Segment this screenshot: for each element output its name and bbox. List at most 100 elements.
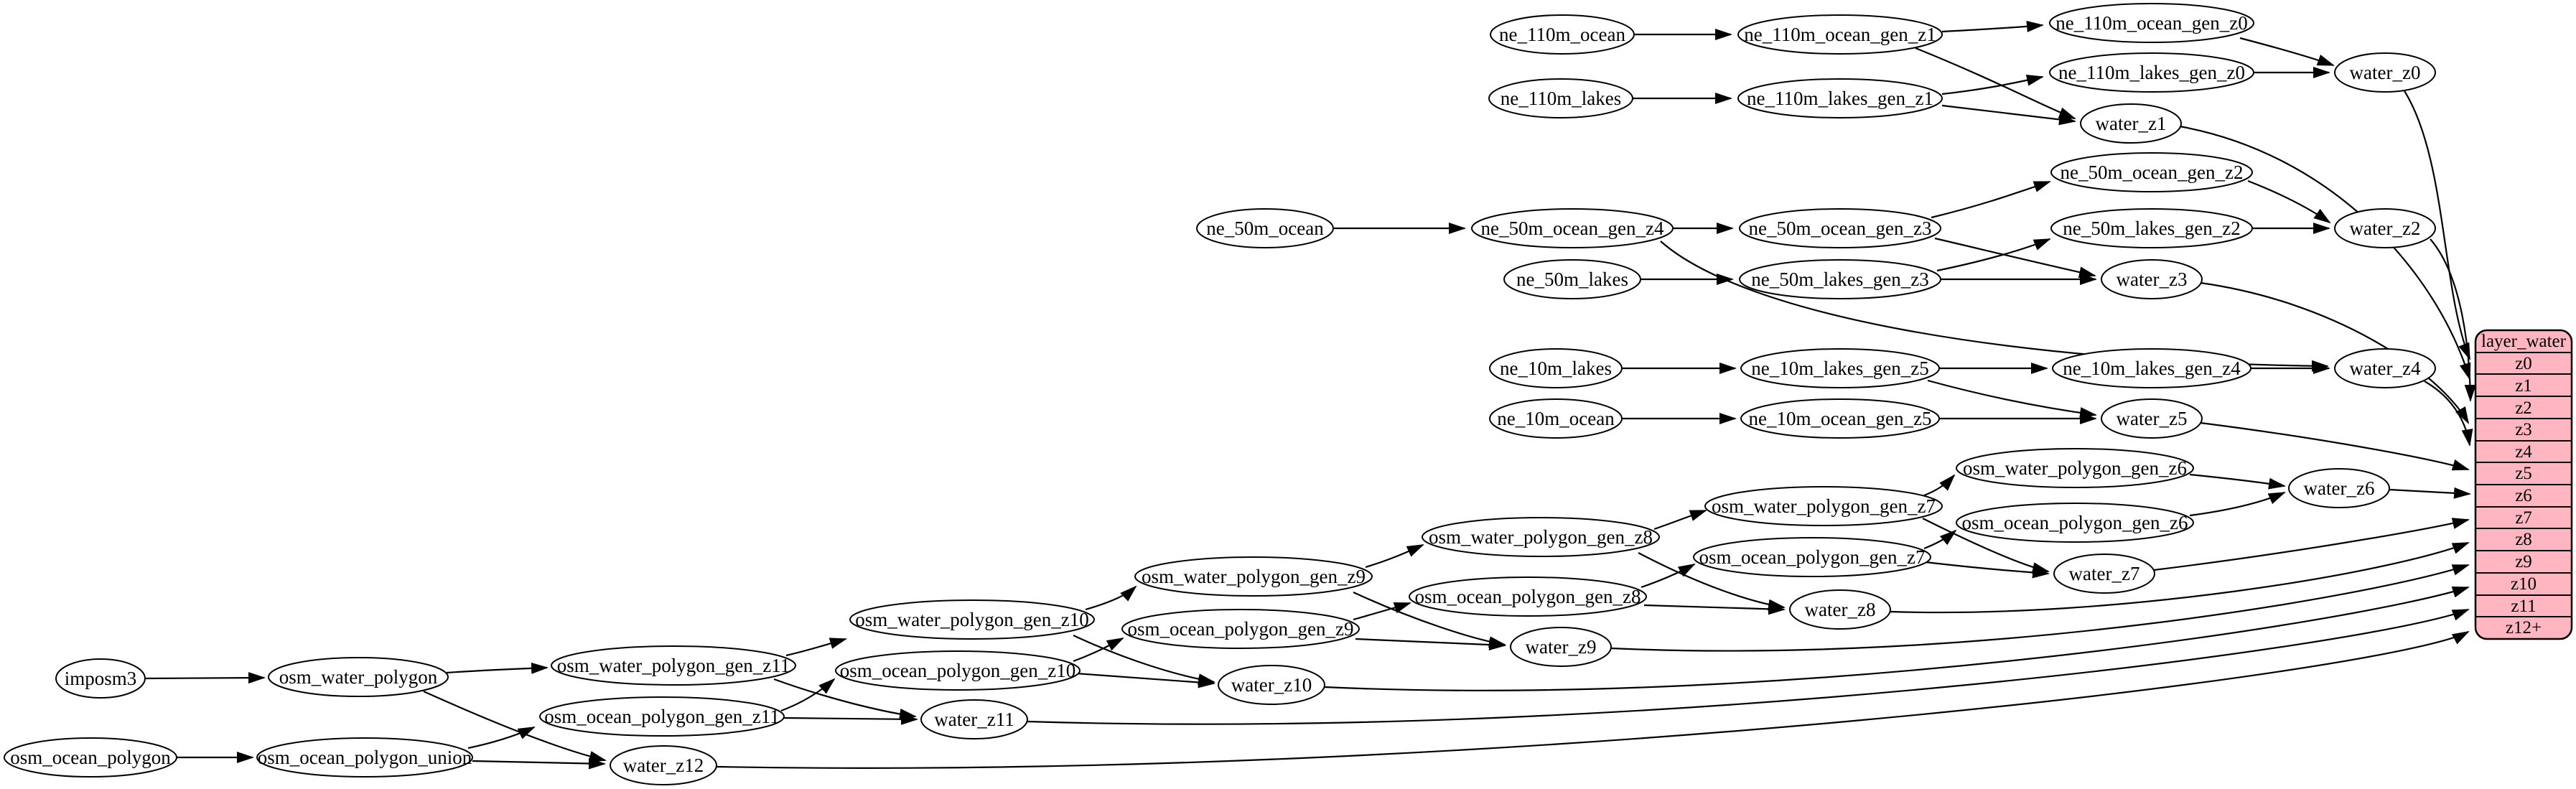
node-label: osm_ocean_polygon_union [258,747,472,768]
node-osm_water_polygon_gen_z10: osm_water_polygon_gen_z10 [849,599,1095,640]
edge-osm_ocean_polygon_gen_z8-osm_ocean_polygon_gen_z7 [1641,564,1696,589]
node-osm_water_polygon_gen_z9: osm_water_polygon_gen_z9 [1134,556,1373,597]
node-label: ne_50m_lakes_gen_z3 [1751,269,1928,290]
edge-osm_ocean_polygon_gen_z11-osm_ocean_polygon_gen_z10 [780,678,836,712]
node-water_z12: water_z12 [610,745,717,785]
node-label: ne_110m_ocean_gen_z1 [1744,24,1936,45]
node-label: ne_10m_ocean [1497,408,1615,429]
node-water_z6: water_z6 [2288,468,2390,508]
edge-ne_110m_lakes_gen_z1-ne_110m_lakes_gen_z0 [1941,74,2044,95]
node-label: water_z2 [2350,218,2421,239]
node-ne_10m_ocean_gen_z5: ne_10m_ocean_gen_z5 [1740,398,1940,439]
edge-osm_ocean_polygon_gen_z8-water_z8 [1643,603,1786,615]
table-row-z4: z4 [2515,442,2532,462]
node-label: ne_50m_ocean_gen_z4 [1481,218,1664,239]
node-water_z3: water_z3 [2101,259,2203,299]
node-osm_water_polygon_gen_z6: osm_water_polygon_gen_z6 [1956,448,2194,488]
node-ne_110m_ocean: ne_110m_ocean [1490,14,1635,55]
node-water_z1: water_z1 [2080,103,2182,144]
node-label: osm_water_polygon_gen_z11 [557,655,790,676]
node-label: imposm3 [65,668,137,689]
node-label: ne_110m_ocean_gen_z0 [2055,12,2247,34]
node-ne_10m_lakes_gen_z5: ne_10m_lakes_gen_z5 [1740,348,1940,388]
node-label: osm_ocean_polygon_gen_z7 [1699,546,1926,568]
node-label: water_z10 [1231,674,1312,696]
node-label: osm_water_polygon_gen_z9 [1142,566,1366,587]
edge-ne_110m_ocean_gen_z1-water_z1 [1915,47,2076,120]
node-ne_110m_lakes: ne_110m_lakes [1488,78,1633,118]
node-ne_10m_lakes: ne_10m_lakes [1489,348,1623,388]
node-label: water_z11 [934,709,1014,730]
node-water_z11: water_z11 [920,699,1028,739]
node-osm_ocean_polygon_gen_z7: osm_ocean_polygon_gen_z7 [1693,537,1931,577]
node-water_z9: water_z9 [1510,627,1612,667]
table-title: layer_water [2481,332,2567,351]
node-label: ne_10m_ocean_gen_z5 [1749,408,1932,429]
node-label: water_z3 [2117,269,2188,290]
table-row-z0: z0 [2515,354,2532,373]
node-label: water_z8 [1805,599,1876,620]
table-row-z10: z10 [2511,574,2537,594]
edge-ne_50m_ocean_gen_z2-water_z2 [2247,179,2331,224]
edge-water_z12-layer_water-z12plus [716,631,2470,769]
table-row-z3: z3 [2515,420,2532,439]
table-row-z6: z6 [2515,486,2532,505]
node-label: osm_water_polygon [279,666,438,688]
node-osm_ocean_polygon_gen_z11: osm_ocean_polygon_gen_z11 [539,696,785,737]
node-label: osm_ocean_polygon_gen_z9 [1128,618,1354,640]
edge-osm_water_polygon_gen_z7-osm_water_polygon_gen_z6 [1923,474,1956,497]
table-row-z11: z11 [2511,597,2536,616]
node-osm_ocean_polygon_gen_z10: osm_ocean_polygon_gen_z10 [835,650,1081,691]
edge-osm_ocean_polygon_gen_z11-water_z11 [783,713,918,725]
node-osm_water_polygon_gen_z7: osm_water_polygon_gen_z7 [1704,486,1943,526]
node-ne_50m_lakes_gen_z3: ne_50m_lakes_gen_z3 [1739,259,1941,299]
node-label: ne_110m_lakes_gen_z0 [2058,62,2245,83]
node-label: osm_ocean_polygon [10,747,171,768]
edge-osm_ocean_polygon_gen_z10-water_z10 [1075,672,1215,688]
node-label: ne_110m_ocean [1499,24,1625,45]
node-label: ne_110m_lakes_gen_z1 [1747,88,1933,109]
node-label: water_z7 [2069,563,2140,584]
node-ne_50m_lakes: ne_50m_lakes [1503,259,1641,299]
edge-osm_ocean_polygon_gen_z7-osm_ocean_polygon_gen_z6 [1923,529,1957,550]
edge-water_z9-layer_water-z9 [1610,564,2470,652]
node-label: ne_10m_lakes_gen_z5 [1751,358,1928,379]
table-row-z5: z5 [2515,464,2532,483]
edge-ne_110m_lakes_gen_z1-water_z1 [1941,104,2076,126]
node-osm_ocean_polygon: osm_ocean_polygon [4,737,177,778]
node-label: osm_water_polygon_gen_z6 [1963,457,2187,479]
node-label: osm_ocean_polygon_gen_z11 [544,706,779,727]
layer-water-table: layer_water z0 z1 z2 z3 z4 z5 z6 z7 z8 z… [2474,329,2573,640]
node-water_z5: water_z5 [2101,398,2203,439]
table-row-z7: z7 [2515,508,2532,528]
node-label: water_z5 [2117,408,2188,429]
node-label: water_z0 [2350,62,2421,83]
node-label: water_z9 [1526,636,1597,658]
edge-osm_ocean_polygon_gen_z9-water_z9 [1355,638,1506,651]
edge-ne_50m_ocean_gen_z3-water_z3 [1934,237,2096,279]
node-osm_water_polygon_gen_z8: osm_water_polygon_gen_z8 [1422,517,1660,557]
edge-osm_water_polygon_gen_z9-osm_water_polygon_gen_z8 [1365,544,1424,569]
edge-water_z11-layer_water-z11 [1027,608,2470,725]
table-row-z8: z8 [2515,530,2532,549]
edge-water_z7-layer_water-z7 [2153,518,2470,571]
edge-osm_ocean_polygon_union-osm_ocean_polygon_gen_z11 [467,727,536,750]
table-row-z2: z2 [2515,398,2532,418]
edge-osm_ocean_polygon_union-water_z12 [472,757,606,770]
node-label: ne_50m_lakes_gen_z2 [2063,218,2240,239]
node-label: water_z1 [2096,113,2167,134]
edge-osm_ocean_polygon_gen_z6-water_z6 [2189,491,2286,517]
edge-ne_50m_lakes_gen_z3-ne_50m_lakes_gen_z2 [1936,238,2051,272]
table-row-z9: z9 [2515,552,2532,571]
node-ne_50m_ocean: ne_50m_ocean [1196,208,1334,248]
node-water_z4: water_z4 [2334,348,2436,388]
edge-water_z8-layer_water-z8 [1890,541,2470,614]
edge-osm_water_polygon_gen_z6-water_z6 [2189,473,2286,490]
node-label: osm_ocean_polygon_gen_z10 [840,660,1075,681]
node-ne_50m_ocean_gen_z3: ne_50m_ocean_gen_z3 [1739,208,1941,248]
node-osm_ocean_polygon_gen_z6: osm_ocean_polygon_gen_z6 [1956,503,2194,543]
table-row-z1: z1 [2515,376,2532,396]
node-label: osm_water_polygon_gen_z8 [1429,526,1653,548]
node-label: osm_ocean_polygon_gen_z6 [1962,512,2188,533]
